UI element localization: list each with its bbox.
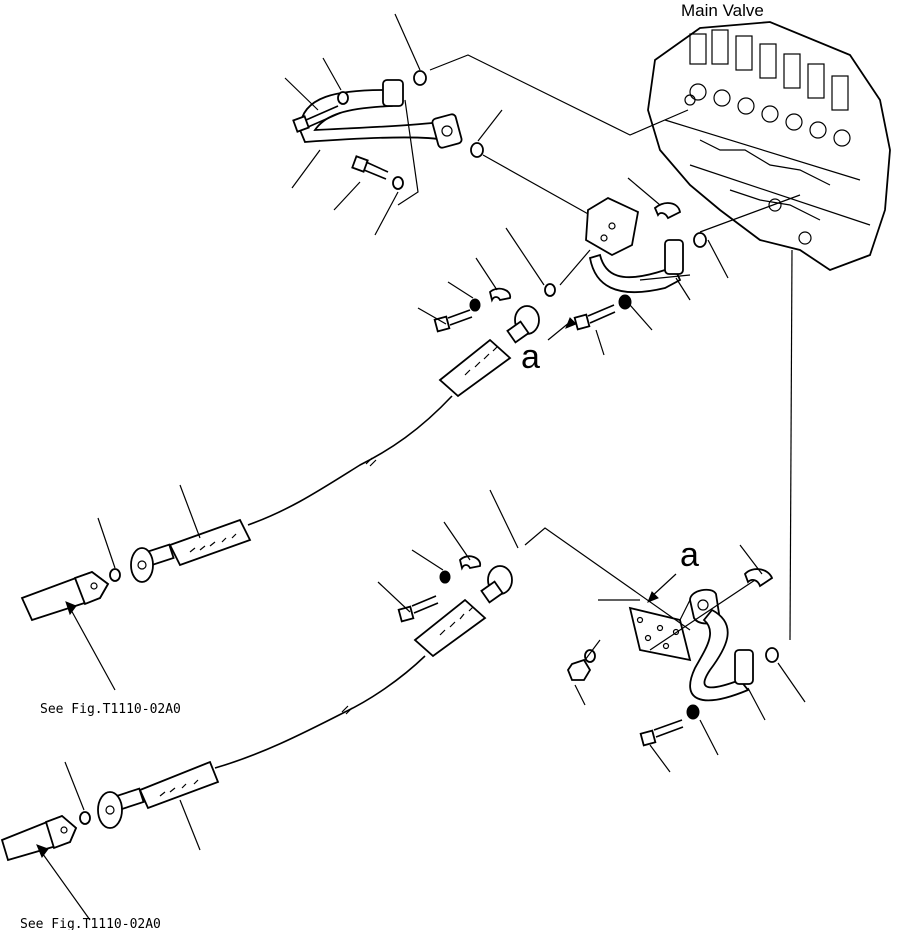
middle-block	[544, 196, 707, 331]
main-valve-label: Main Valve	[681, 1, 764, 20]
lower-plate	[566, 568, 779, 747]
see-fig-lower: See Fig.T1110-02A0	[20, 917, 161, 930]
lower-cable-leaders	[39, 489, 519, 921]
lower-cable	[0, 555, 513, 862]
ref-a-lower: a	[680, 536, 699, 574]
upper-pipe	[299, 79, 463, 149]
middle-leaders	[505, 177, 801, 356]
upper-leaders	[284, 13, 689, 236]
upper-cable-leaders	[69, 257, 498, 691]
ref-a-upper-arrow	[547, 321, 571, 341]
ref-a-upper: a	[521, 338, 540, 376]
upper-bolts	[292, 70, 484, 190]
main-valve	[647, 21, 891, 272]
see-fig-upper: See Fig.T1110-02A0	[40, 702, 181, 717]
lower-plate-leaders	[524, 249, 806, 773]
upper-cable	[20, 287, 540, 622]
